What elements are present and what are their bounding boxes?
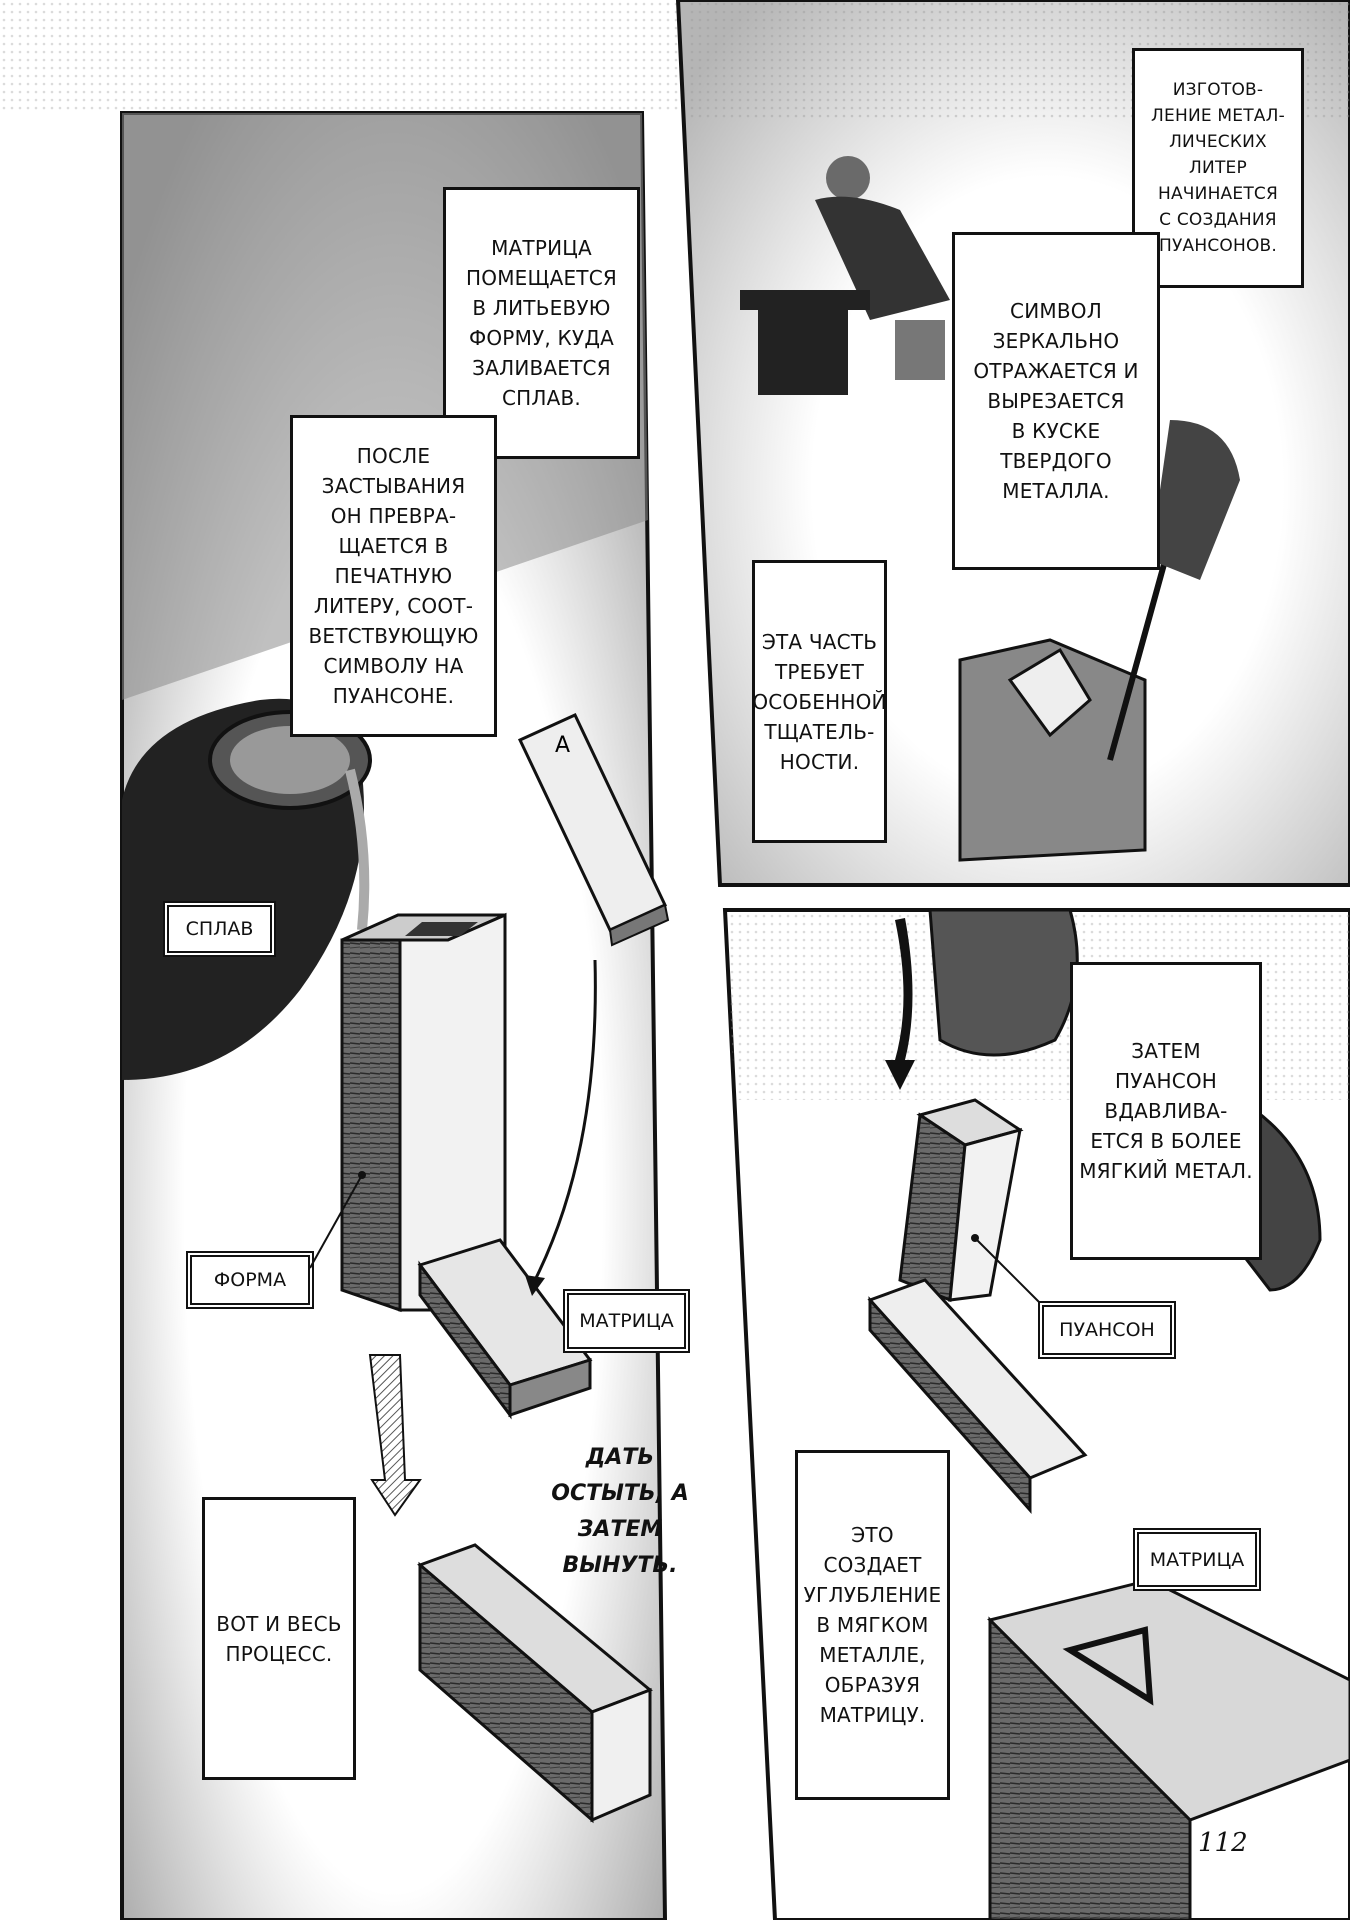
matrix-bar-illustration bbox=[417, 1238, 593, 1420]
soft-metal-illustration bbox=[867, 1278, 1088, 1514]
matrix-label: МАТРИЦА bbox=[565, 1291, 688, 1351]
alloy-label: СПЛАВ bbox=[165, 903, 274, 955]
svg-text:A: A bbox=[555, 733, 570, 758]
result-caption: ЭТО СОЗДАЕТ УГЛУБЛЕНИЕ В МЯГКОМ МЕТАЛЛЕ,… bbox=[795, 1450, 950, 1800]
craftsman-illustration bbox=[740, 156, 950, 395]
matrix-caption: МАТРИЦА ПОМЕЩАЕТСЯ В ЛИТЬЕВУЮ ФОРМУ, КУД… bbox=[443, 187, 640, 459]
intro-caption: ИЗГОТОВ- ЛЕНИЕ МЕТАЛ- ЛИЧЕСКИХ ЛИТЕР НАЧ… bbox=[1132, 48, 1304, 288]
punch-label: ПУАНСОН bbox=[1040, 1303, 1174, 1357]
after-caption: ПОСЛЕ ЗАСТЫВАНИЯ ОН ПРЕВРА- ЩАЕТСЯ В ПЕЧ… bbox=[290, 415, 497, 737]
down-arrow bbox=[368, 1354, 422, 1517]
process-caption: ВОТ И ВЕСЬ ПРОЦЕСС. bbox=[202, 1497, 356, 1780]
engraving-illustration bbox=[958, 420, 1240, 862]
type-piece-illustration bbox=[417, 1543, 653, 1824]
care-caption: ЭТА ЧАСТЬ ТРЕБУЕТ ОСОБЕННОЙ ТЩАТЕЛЬ- НОС… bbox=[752, 560, 887, 843]
cool-text: ДАТЬ ОСТЫТЬ, А ЗАТЕМ ВЫНУТЬ. bbox=[551, 1445, 689, 1578]
page-number: 112 bbox=[1198, 1828, 1248, 1858]
mirror-caption: СИМВОЛ ЗЕРКАЛЬНО ОТРАЖАЕТСЯ И ВЫРЕЗАЕТСЯ… bbox=[952, 232, 1160, 570]
matrix-label-bottom: МАТРИЦА bbox=[1135, 1530, 1259, 1589]
arrow-curve bbox=[533, 959, 597, 1281]
press-caption: ЗАТЕМ ПУАНСОН ВДАВЛИВА- ЕТСЯ В БОЛЕЕ МЯГ… bbox=[1070, 962, 1262, 1260]
floating-matrix-illustration: A bbox=[517, 713, 670, 947]
form-label: ФОРМА bbox=[188, 1253, 312, 1307]
matrix-illustration bbox=[987, 1578, 1350, 1920]
hammer-arrow bbox=[885, 918, 915, 1090]
